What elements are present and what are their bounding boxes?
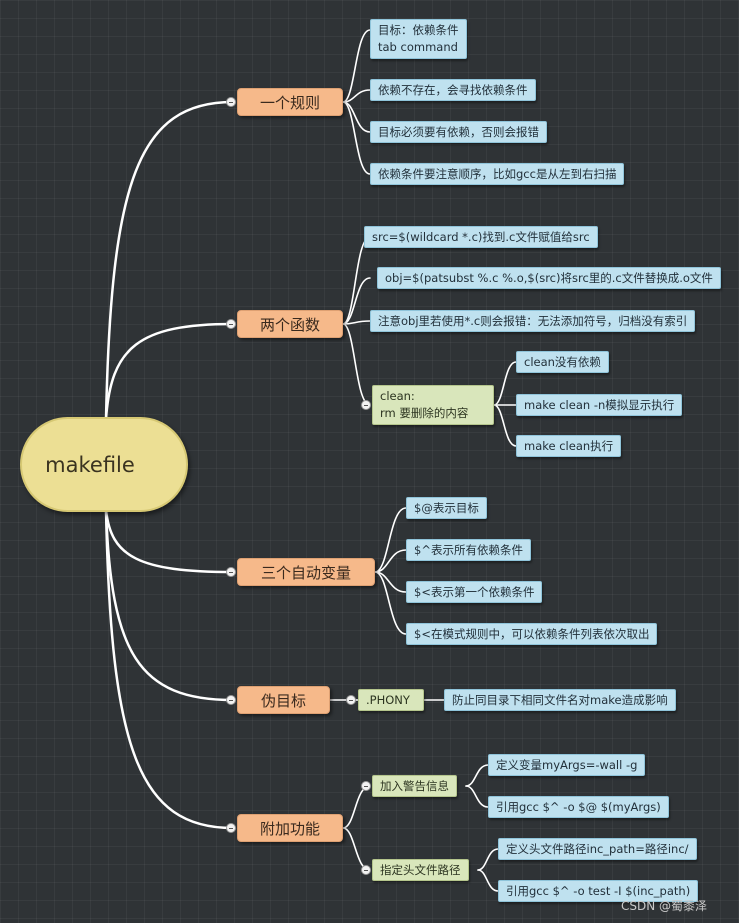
connector-line	[374, 507, 407, 573]
connector-line	[493, 361, 517, 406]
leaf-label: 定义头文件路径inc_path=路径inc/	[506, 842, 689, 856]
leaf-label: $@表示目标	[414, 501, 479, 515]
group-label: 加入警告信息	[380, 779, 449, 793]
leaf-node[interactable]: clean没有依赖	[516, 351, 609, 373]
leaf-node[interactable]: 目标：依赖条件 tab command	[370, 19, 467, 59]
branch-label: 两个函数	[259, 315, 320, 334]
leaf-node[interactable]: $<表示第一个依赖条件	[406, 581, 543, 603]
leaf-label: 注意obj里若使用*.c则会报错：无法添加符号，归档没有索引	[378, 314, 688, 328]
connector-line	[342, 277, 371, 325]
leaf-node[interactable]: make clean -n模拟显示执行	[516, 394, 683, 416]
connector-line	[104, 508, 235, 830]
connector-line	[342, 323, 371, 406]
watermark: CSDN @蜀黍泽	[621, 899, 708, 913]
branch-node-extras[interactable]: 附加功能	[237, 814, 343, 842]
leaf-label: 依赖不存在，会寻找依赖条件	[378, 83, 528, 97]
leaf-node[interactable]: $<在模式规则中，可以依赖条件列表依次取出	[406, 623, 658, 645]
leaf-label: make clean执行	[524, 439, 614, 453]
leaf-node[interactable]: 依赖条件要注意顺序，比如gcc是从左到右扫描	[370, 163, 625, 185]
leaf-label: 定义变量myArgs=-wall -g	[496, 758, 638, 772]
group-label: clean: rm 要删除的内容	[380, 389, 469, 420]
connector-line	[465, 785, 489, 808]
leaf-node[interactable]: obj=$(patsubst %.c %.o,$(src)将src里的.c文件替…	[377, 267, 721, 289]
connector-line	[493, 404, 517, 447]
connector-line	[374, 549, 407, 573]
leaf-label: $<表示第一个依赖条件	[414, 585, 535, 599]
collapse-toggle-icon[interactable]	[226, 319, 236, 329]
leaf-node[interactable]: make clean执行	[516, 435, 622, 457]
leaf-node[interactable]: 定义头文件路径inc_path=路径inc/	[498, 838, 697, 860]
root-label: makefile	[45, 452, 135, 477]
connector-line	[477, 848, 499, 871]
leaf-node[interactable]: 目标必须要有依赖，否则会报错	[370, 121, 547, 143]
collapse-toggle-icon[interactable]	[226, 97, 236, 107]
group-node-warnings[interactable]: 加入警告信息	[372, 775, 457, 797]
leaf-label: $^表示所有依赖条件	[414, 543, 523, 557]
leaf-node[interactable]: 注意obj里若使用*.c则会报错：无法添加符号，归档没有索引	[370, 310, 696, 332]
leaf-node[interactable]: $^表示所有依赖条件	[406, 539, 531, 561]
leaf-node[interactable]: 依赖不存在，会寻找依赖条件	[370, 79, 536, 101]
leaf-label: src=$(wildcard *.c)找到.c文件赋值给src	[372, 230, 590, 244]
branch-node-auto-variables[interactable]: 三个自动变量	[237, 558, 375, 586]
connector-line	[342, 320, 371, 325]
collapse-toggle-icon[interactable]	[226, 695, 236, 705]
leaf-label: 目标必须要有依赖，否则会报错	[378, 125, 539, 139]
leaf-node[interactable]: 防止同目录下相同文件名对make造成影响	[444, 689, 676, 711]
connector-line	[342, 827, 371, 871]
collapse-toggle-icon[interactable]	[361, 400, 371, 410]
leaf-label: 引用gcc $^ -o test -I $(inc_path)	[506, 884, 691, 898]
leaf-label: 防止同目录下相同文件名对make造成影响	[452, 693, 668, 707]
collapse-toggle-icon[interactable]	[226, 823, 236, 833]
leaf-node[interactable]: $@表示目标	[406, 497, 487, 519]
branch-label: 一个规则	[259, 93, 320, 112]
connector-line	[104, 322, 235, 421]
leaf-label: $<在模式规则中，可以依赖条件列表依次取出	[414, 627, 650, 641]
group-label: .PHONY	[366, 693, 410, 707]
group-node-include-path[interactable]: 指定头文件路径	[372, 859, 469, 881]
leaf-node[interactable]: 引用gcc $^ -o test -I $(inc_path)	[498, 880, 699, 902]
connector-line	[104, 508, 235, 574]
connector-line	[342, 785, 371, 829]
leaf-label: obj=$(patsubst %.c %.o,$(src)将src里的.c文件替…	[385, 271, 713, 285]
leaf-node[interactable]: 引用gcc $^ -o $@ $(myArgs)	[488, 796, 669, 818]
connector-line	[374, 571, 407, 635]
collapse-toggle-icon[interactable]	[361, 865, 371, 875]
leaf-label: make clean -n模拟显示执行	[524, 398, 675, 412]
group-node-clean[interactable]: clean: rm 要删除的内容	[372, 385, 494, 425]
connector-line	[104, 100, 235, 421]
connector-line	[342, 89, 371, 103]
branch-label: 三个自动变量	[260, 563, 351, 582]
branch-node-functions[interactable]: 两个函数	[237, 310, 343, 338]
branch-label: 附加功能	[259, 819, 320, 838]
branch-node-phony[interactable]: 伪目标	[237, 686, 330, 714]
branch-node-rules[interactable]: 一个规则	[237, 88, 343, 116]
leaf-label: clean没有依赖	[524, 355, 601, 369]
collapse-toggle-icon[interactable]	[361, 781, 371, 791]
collapse-toggle-icon[interactable]	[346, 695, 356, 705]
leaf-node[interactable]: 定义变量myArgs=-wall -g	[488, 754, 646, 776]
connector-line	[465, 764, 489, 787]
branch-label: 伪目标	[260, 691, 306, 710]
connector-line	[342, 101, 371, 175]
connector-line	[342, 236, 371, 325]
leaf-label: 引用gcc $^ -o $@ $(myArgs)	[496, 800, 661, 814]
leaf-label: 目标：依赖条件 tab command	[378, 23, 459, 54]
collapse-toggle-icon[interactable]	[226, 567, 236, 577]
leaf-node[interactable]: src=$(wildcard *.c)找到.c文件赋值给src	[364, 226, 598, 248]
leaf-label: 依赖条件要注意顺序，比如gcc是从左到右扫描	[378, 167, 617, 181]
group-node-phony[interactable]: .PHONY	[358, 689, 424, 711]
root-node-makefile[interactable]: makefile	[20, 417, 188, 512]
connector-line	[342, 29, 371, 103]
connector-line	[104, 508, 235, 702]
group-label: 指定头文件路径	[380, 863, 461, 877]
connector-line	[477, 869, 499, 892]
